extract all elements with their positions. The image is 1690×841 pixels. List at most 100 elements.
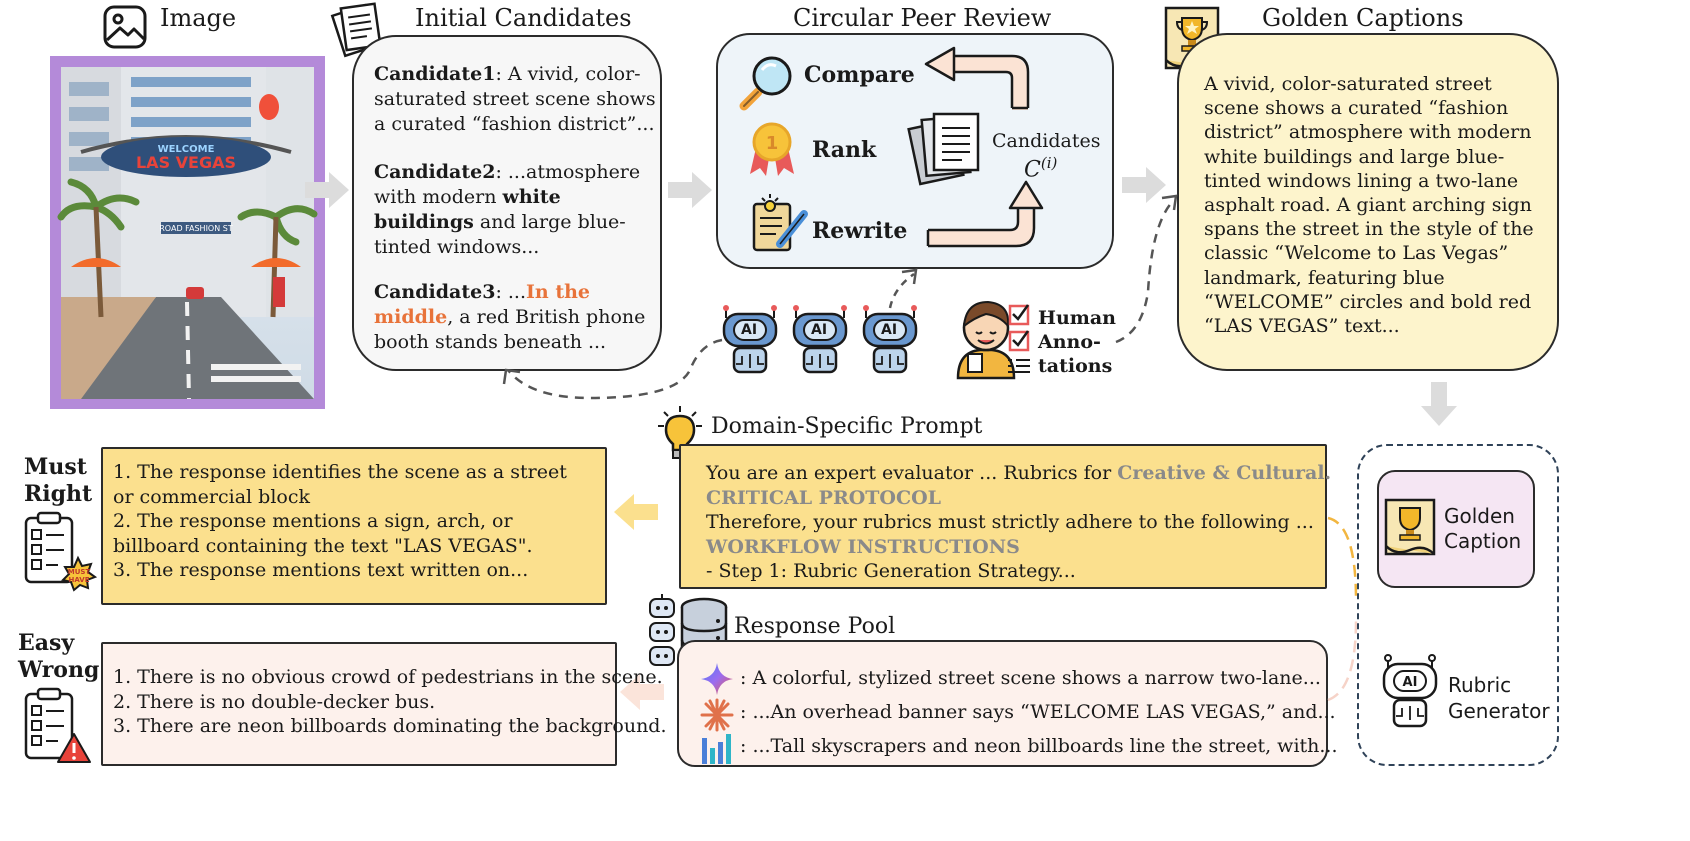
- arrow-review-to-golden: [1122, 167, 1166, 203]
- sign-las-vegas-text: LAS VEGAS: [136, 153, 236, 172]
- arrow-candidates-to-review: [668, 172, 712, 208]
- rank-label: Rank: [812, 137, 877, 163]
- candidate-2-text-post: and large blue-tinted windows...: [374, 211, 626, 258]
- pool-response-2: : ...An overhead banner says “WELCOME LA…: [740, 701, 1336, 723]
- golden-title: Golden Captions: [1262, 4, 1464, 32]
- must-right-list: 1. The response identifies the scene as …: [113, 460, 593, 583]
- rewrite-icon: [752, 194, 808, 252]
- ai-agent-1: AI: [718, 304, 782, 376]
- medal-number: 1: [766, 133, 779, 154]
- candidates-symbol-c: C: [1024, 157, 1041, 183]
- easy-wrong-item: 1. There is no obvious crowd of pedestri…: [113, 666, 663, 688]
- gemini-sparkle-icon: [701, 663, 733, 695]
- image-section: Image: [40, 0, 330, 410]
- candidates-symbol-sup: (i): [1040, 154, 1058, 172]
- must-have-badge-line1: MUST: [68, 568, 91, 576]
- prompt-workflow-instructions: WORKFLOW INSTRUCTIONS: [706, 535, 1020, 558]
- checklist-must-have-icon: MUST HAVE: [24, 511, 98, 592]
- magnifier-icon: [739, 56, 792, 111]
- review-title: Circular Peer Review: [793, 4, 1052, 32]
- golden-caption-label: Golden Caption: [1444, 504, 1521, 554]
- must-right-label: Must Right: [24, 454, 92, 508]
- easy-wrong-list: 1. There is no obvious crowd of pedestri…: [113, 665, 667, 739]
- image-icon: [103, 5, 147, 49]
- arrow-image-to-candidates: [305, 172, 349, 208]
- golden-text: A vivid, color-saturated street scene sh…: [1204, 73, 1534, 338]
- medal-icon: 1: [750, 122, 794, 176]
- easy-wrong-label: Easy Wrong: [18, 630, 99, 684]
- candidate-1: Candidate1: A vivid, color-saturated str…: [374, 62, 658, 137]
- rubric-generator-line1: Rubric: [1448, 673, 1512, 697]
- street-scene-illustration: WELCOME LAS VEGAS ROAD FASHION ST: [57, 67, 318, 400]
- prompt-domain: Creative & Cultural.: [1117, 462, 1332, 484]
- prompt-box: [679, 444, 1327, 589]
- candidate-2-highlight: white buildings: [374, 186, 561, 233]
- arrow-prompt-to-must-right: [614, 494, 658, 530]
- prompt-line-1-text: You are an expert evaluator ... Rubrics …: [706, 462, 1118, 484]
- ai-agent-3: AI: [858, 304, 922, 376]
- checklist-warning-icon: [24, 687, 91, 763]
- cycle-arrows: [924, 46, 1044, 248]
- rubric-generator-box: [1357, 444, 1559, 766]
- easy-wrong-label-line2: Wrong: [18, 657, 100, 683]
- must-have-badge-line2: HAVE: [69, 576, 90, 584]
- prompt-critical-protocol: CRITICAL PROTOCOL: [706, 486, 942, 509]
- rubric-generator-label: Rubric Generator: [1448, 672, 1550, 724]
- prompt-content: You are an expert evaluator ... Rubrics …: [706, 461, 1331, 584]
- human-label-line3: tations: [1038, 355, 1113, 377]
- ai-label: AI: [811, 322, 828, 338]
- candidate-1-text: : A vivid, color-saturated street scene …: [374, 63, 656, 135]
- candidate-2-label: Candidate2: [374, 161, 496, 183]
- candidates-label: Candidates: [992, 130, 1101, 152]
- prompt-title: Domain-Specific Prompt: [711, 414, 983, 439]
- candidate-1-label: Candidate1: [374, 63, 496, 85]
- pool-response-1: : A colorful, stylized street scene show…: [740, 667, 1321, 689]
- must-right-item: 2. The response mentions a sign, arch, o…: [113, 510, 533, 557]
- pool-box: [677, 640, 1328, 767]
- street-sign-text: ROAD FASHION ST: [159, 224, 233, 233]
- street-photo: WELCOME LAS VEGAS ROAD FASHION ST: [50, 56, 325, 409]
- human-annotator-icon: [956, 300, 1030, 380]
- dashed-arrow-agents-to-review: [888, 268, 918, 309]
- rubric-generator-line2: Generator: [1448, 699, 1550, 723]
- dashed-arrow-human-to-golden: [1115, 194, 1178, 344]
- candidates-title: Initial Candidates: [415, 4, 632, 32]
- must-right-label-line2: Right: [24, 481, 93, 507]
- must-right-label-line1: Must: [24, 454, 87, 480]
- arrow-golden-to-generator: [1421, 382, 1457, 426]
- generator-connectors: [1327, 516, 1358, 702]
- prompt-line-3: Therefore, your rubrics must strictly ad…: [706, 511, 1314, 533]
- compare-label: Compare: [804, 62, 915, 88]
- candidate-2-text-pre: : ...atmosphere with modern: [374, 161, 641, 208]
- arrow-pool-to-easy-wrong: [620, 674, 664, 710]
- trophy-certificate-icon: [1164, 6, 1220, 70]
- ai-label: AI: [881, 322, 898, 338]
- rubric-generator-robot-icon: AI: [1382, 654, 1438, 728]
- must-right-item: 1. The response identifies the scene as …: [113, 461, 567, 508]
- ai-agent-2: AI: [788, 304, 852, 376]
- golden-caption-line2: Caption: [1444, 529, 1522, 553]
- must-right-box: [101, 447, 607, 605]
- candidates-docs-icon: [907, 112, 980, 186]
- easy-wrong-item: 2. There is no double-decker bus.: [113, 690, 436, 713]
- bar-model-icon: [702, 734, 731, 764]
- candidates-symbol: C(i): [1024, 154, 1057, 182]
- candidate-3-label: Candidate3: [374, 281, 496, 303]
- ai-label: AI: [741, 322, 758, 338]
- candidate-3: Candidate3: ...In the middle, a red Brit…: [374, 280, 658, 355]
- easy-wrong-item: 3. There are neon billboards dominating …: [113, 715, 667, 737]
- golden-caption-line1: Golden: [1444, 504, 1515, 528]
- claude-burst-icon: [700, 698, 734, 732]
- rewrite-label: Rewrite: [812, 218, 908, 244]
- golden-box: [1177, 33, 1559, 371]
- candidates-box: [352, 35, 662, 371]
- human-label-line2: Anno-: [1038, 331, 1101, 353]
- pool-title: Response Pool: [734, 614, 896, 639]
- prompt-line-5: - Step 1: Rubric Generation Strategy...: [706, 560, 1076, 582]
- human-label-line1: Human: [1038, 307, 1116, 329]
- candidate-3-highlight: In the middle: [374, 281, 590, 328]
- golden-caption-icon: [1384, 498, 1436, 556]
- must-right-item: 3. The response mentions text written on…: [113, 559, 529, 581]
- prompt-line-1: You are an expert evaluator ... Rubrics …: [706, 461, 1331, 486]
- candidate-2: Candidate2: ...atmosphere with modern wh…: [374, 160, 658, 260]
